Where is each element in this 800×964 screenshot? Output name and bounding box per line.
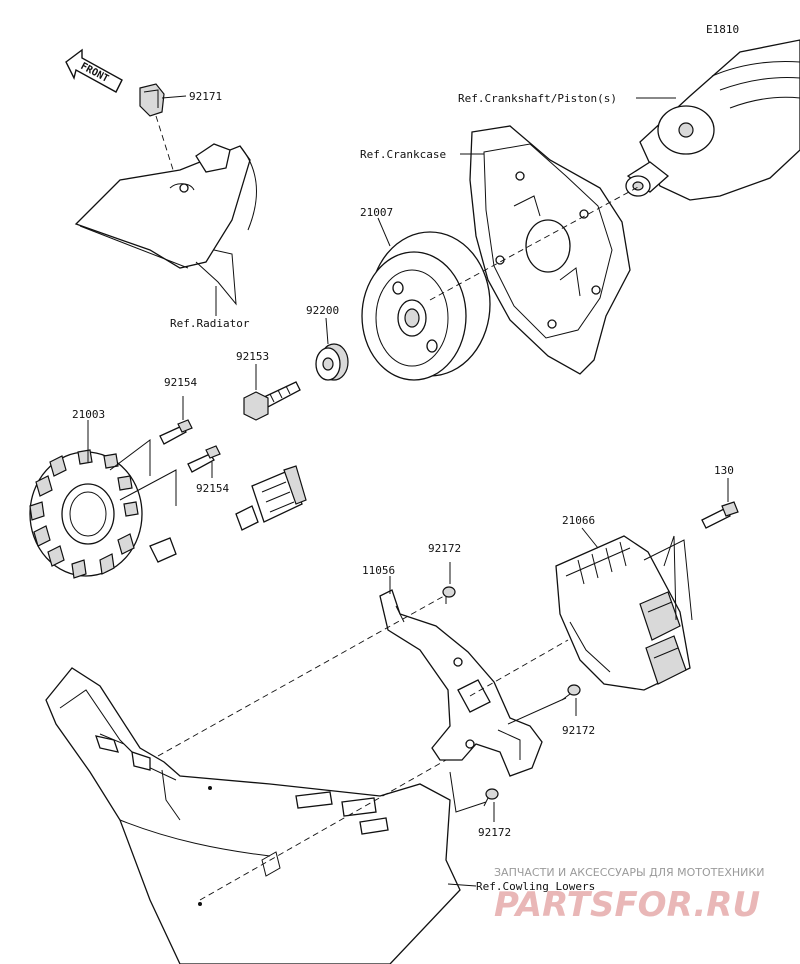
- radiator-shroud-part: [74, 143, 257, 306]
- part-number-92171: 92171: [189, 90, 222, 103]
- regulator-bolt-guide-b: [663, 535, 677, 621]
- bracket-bolt-lower-part: [483, 788, 499, 807]
- part-number-92172-middle: 92172: [562, 724, 595, 737]
- crankshaft-part: [625, 39, 800, 201]
- part-number-92154-lower: 92154: [196, 482, 229, 495]
- part-number-92172-lower: 92172: [478, 826, 511, 839]
- leader-cowling: [447, 883, 477, 887]
- rotor-part: [361, 231, 491, 381]
- part-number-130: 130: [714, 464, 734, 477]
- leader-21007: [377, 217, 391, 247]
- ref-crankshaft: Ref.Crankshaft/Piston(s): [458, 92, 617, 105]
- stator-wire-connector-part: [139, 465, 307, 568]
- assembly-line-cowling-upper: [157, 595, 445, 757]
- regulator-bolt-guide-a: [643, 539, 693, 621]
- cowling-lower-part: [45, 667, 461, 964]
- washer-part: [315, 343, 349, 381]
- part-number-21066: 21066: [562, 514, 595, 527]
- stator-bolt-upper-part: [159, 419, 193, 445]
- leader-92200: [325, 317, 329, 345]
- part-number-92153: 92153: [236, 350, 269, 363]
- regulator-rectifier-part: [555, 535, 691, 691]
- leader-21066: [581, 527, 599, 549]
- ref-crankcase: Ref.Crankcase: [360, 148, 446, 161]
- part-number-92154-upper: 92154: [164, 376, 197, 389]
- assembly-line-middle-bolt: [507, 697, 567, 725]
- bracket-bolt-upper-part: [442, 586, 456, 604]
- stator-bolt-guide-lower: [119, 469, 177, 506]
- regulator-bolt-part: [701, 501, 739, 529]
- part-number-92200: 92200: [306, 304, 339, 317]
- part-number-92172-upper: 92172: [428, 542, 461, 555]
- watermark-tagline: ЗАПЧАСТИ И АКСЕССУАРЫ ДЛЯ МОТОТЕХНИКИ: [494, 866, 764, 879]
- stator-bolt-guide-upper: [109, 439, 151, 476]
- assembly-line-regulator: [469, 639, 569, 697]
- ref-cowling: Ref.Cowling Lowers: [476, 880, 595, 893]
- part-number-21003: 21003: [72, 408, 105, 421]
- clip-part: [139, 83, 165, 117]
- assembly-line-lower-bolt: [449, 771, 487, 813]
- stator-bolt-lower-part: [187, 445, 221, 473]
- assembly-line-cowling-lower: [199, 759, 447, 901]
- diagram-code: E1810: [706, 23, 739, 36]
- crankcase-part: [469, 125, 631, 375]
- watermark-brand: PARTSFOR.RU: [494, 885, 760, 925]
- bracket-bolt-middle-part: [561, 684, 581, 701]
- stator-part: [29, 449, 143, 579]
- part-number-11056: 11056: [362, 564, 395, 577]
- leader-92171: [161, 95, 187, 99]
- ref-radiator: Ref.Radiator: [170, 317, 250, 330]
- part-number-21007: 21007: [360, 206, 393, 219]
- bracket-part: [379, 589, 543, 777]
- rotor-bolt-part: [243, 381, 301, 421]
- front-arrow-icon: FRONT: [65, 48, 123, 93]
